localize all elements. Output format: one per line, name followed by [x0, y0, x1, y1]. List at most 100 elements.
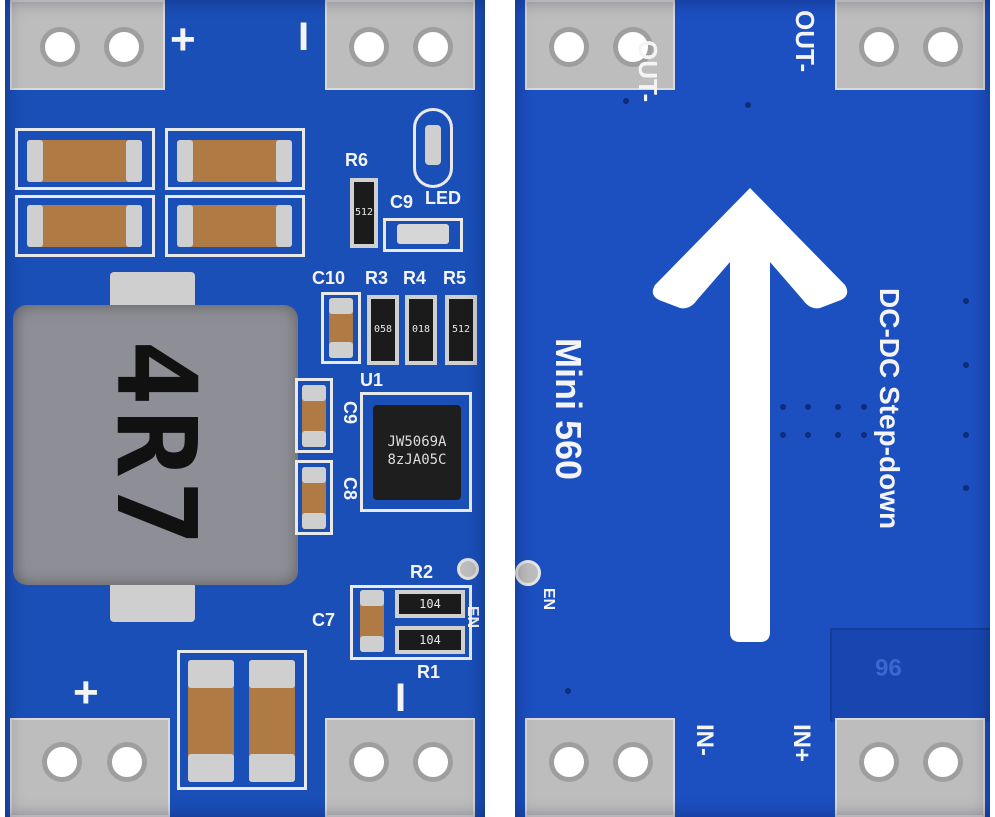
- back-bottom-left-pad: [525, 718, 675, 817]
- c8-outline: [295, 460, 333, 535]
- minus-top-label: I: [298, 15, 310, 59]
- pad-hole: [549, 27, 589, 67]
- in-minus-label: IN-: [691, 724, 718, 756]
- via: [835, 432, 841, 438]
- u1-outline: [360, 392, 472, 512]
- plus-top-label: +: [170, 15, 196, 64]
- c9-side-label: C9: [340, 400, 361, 425]
- plus-bottom-label: +: [73, 668, 99, 717]
- via: [963, 298, 969, 304]
- back-en-via: [515, 560, 541, 586]
- c9-outline: [383, 218, 463, 252]
- bottom-cap-outline: [177, 650, 307, 790]
- top-right-pad: [325, 0, 475, 90]
- cap-outline: [165, 195, 305, 257]
- ic-chip: JW5069A 8zJA05C: [373, 405, 461, 500]
- minus-bottom-label: I: [395, 676, 407, 720]
- bottom-right-pad: [325, 718, 475, 817]
- r1-label: R1: [417, 662, 441, 682]
- inductor-bottom-tab: [110, 582, 195, 622]
- capacitor-c9: [302, 385, 326, 447]
- via: [623, 98, 629, 104]
- pad-hole: [349, 742, 389, 782]
- capacitor-c10: [329, 298, 353, 358]
- via: [805, 404, 811, 410]
- back-bottom-right-pad: [835, 718, 985, 817]
- back-en-label: EN: [540, 587, 558, 611]
- capacitor: [177, 140, 292, 182]
- bottom-left-pad: [10, 718, 170, 817]
- pad-hole: [107, 742, 147, 782]
- en-side-label: EN: [464, 605, 482, 629]
- r3-label: R3: [365, 268, 389, 288]
- r6-label: R6: [345, 150, 369, 170]
- top-left-pad: [10, 0, 165, 90]
- in-plus-label: IN+: [788, 724, 815, 763]
- resistor-r6: 512: [350, 178, 378, 248]
- led-component: [425, 125, 441, 165]
- copper-area: [830, 628, 990, 722]
- back-top-right-pad: [835, 0, 985, 90]
- r2-c7-outline: [350, 585, 472, 660]
- back-top-left-pad: [525, 0, 675, 90]
- via: [805, 432, 811, 438]
- capacitor: [188, 660, 234, 782]
- c7-label: C7: [312, 610, 336, 630]
- back-marking: 96: [875, 653, 902, 680]
- subtitle-vertical: DC-DC Step-down: [874, 288, 905, 530]
- pad-hole: [349, 27, 389, 67]
- r5-label: R5: [443, 268, 467, 288]
- led-chip: [397, 224, 449, 244]
- via: [745, 102, 751, 108]
- via: [835, 404, 841, 410]
- front-board: + I R6 512 LED C9 C10 R3 R4 R5 058 018 5…: [5, 0, 485, 817]
- via: [963, 485, 969, 491]
- cap-outline: [165, 128, 305, 190]
- inductor: 4R7: [13, 305, 298, 585]
- pad-hole: [923, 742, 963, 782]
- via: [780, 404, 786, 410]
- via: [963, 362, 969, 368]
- capacitor: [27, 140, 142, 182]
- via: [565, 688, 571, 694]
- via: [780, 432, 786, 438]
- via: [963, 432, 969, 438]
- pad-hole: [859, 27, 899, 67]
- c9-side-outline: [295, 378, 333, 453]
- r4-label: R4: [403, 268, 427, 288]
- resistor-r1: 104: [395, 626, 465, 654]
- chip-line-1: JW5069A: [387, 434, 447, 450]
- out-minus-right-label: OUT-: [790, 10, 820, 73]
- pad-hole: [413, 27, 453, 67]
- capacitor: [27, 205, 142, 247]
- title-vertical: Mini 560: [548, 338, 589, 481]
- capacitor: [177, 205, 292, 247]
- pad-hole: [613, 27, 653, 67]
- pad-hole: [40, 27, 80, 67]
- en-via: [457, 558, 479, 580]
- capacitor: [249, 660, 295, 782]
- pad-hole: [859, 742, 899, 782]
- r2-label: R2: [410, 562, 434, 582]
- pad-hole: [923, 27, 963, 67]
- c10-outline: [321, 292, 361, 364]
- pad-hole: [549, 742, 589, 782]
- c9-top-label: C9: [390, 192, 414, 212]
- out-minus-left-label: OUT-: [633, 40, 663, 103]
- c8-label: C8: [340, 476, 361, 501]
- via: [861, 404, 867, 410]
- cap-outline: [15, 195, 155, 257]
- pad-hole: [104, 27, 144, 67]
- resistor-r5: 512: [445, 295, 477, 365]
- pad-hole: [413, 742, 453, 782]
- cap-outline: [15, 128, 155, 190]
- resistor-r2: 104: [395, 590, 465, 618]
- pad-hole: [613, 742, 653, 782]
- via: [861, 432, 867, 438]
- c10-label: C10: [312, 268, 346, 288]
- resistor-r4: 018: [405, 295, 437, 365]
- chip-line-2: 8zJA05C: [387, 452, 447, 468]
- arrow-up-icon: [652, 188, 848, 642]
- capacitor-c7: [360, 590, 384, 652]
- u1-label: U1: [360, 370, 384, 390]
